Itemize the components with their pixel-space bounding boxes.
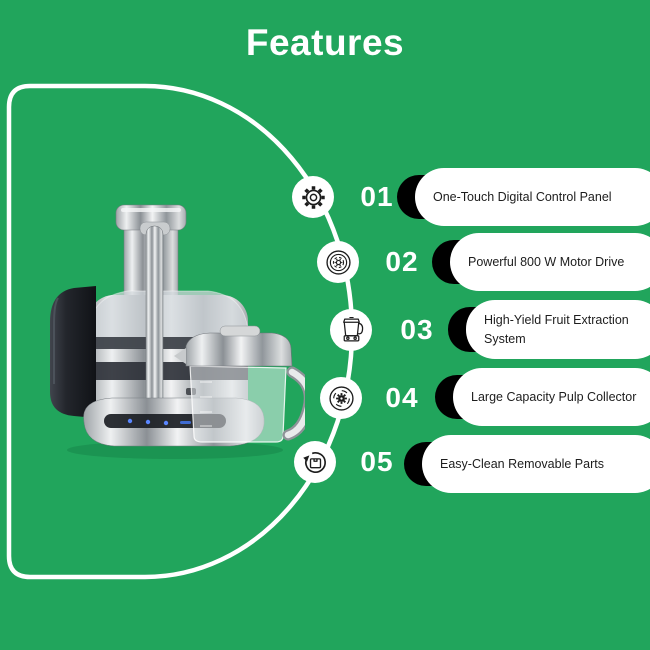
removable-parts-icon: [302, 451, 326, 473]
feature-label: High-Yield Fruit Extraction System: [484, 313, 629, 346]
blender-icon: [342, 316, 363, 342]
gear-icon: [301, 185, 325, 209]
feature-pill: Powerful 800 W Motor Drive: [450, 233, 650, 291]
feature-pill: High-Yield Fruit Extraction System: [466, 300, 650, 359]
feature-number: 05: [360, 446, 394, 477]
feature-pill: Large Capacity Pulp Collector: [453, 368, 650, 426]
feature-icon-badge: [294, 441, 336, 483]
product-image: [50, 204, 305, 459]
feature-label: Easy-Clean Removable Parts: [440, 456, 604, 471]
feature-label: Large Capacity Pulp Collector: [471, 389, 637, 404]
feature-icon-badge: [320, 377, 362, 419]
motor-icon: [325, 249, 351, 275]
feature-pill: One-Touch Digital Control Panel: [415, 168, 650, 226]
feature-number: 01: [360, 181, 394, 212]
feature-pill: Easy-Clean Removable Parts: [422, 435, 650, 493]
feature-icon-badge: [317, 241, 359, 283]
pulp-collector-icon: [328, 385, 354, 411]
feature-number: 02: [385, 246, 419, 277]
feature-label: Powerful 800 W Motor Drive: [468, 254, 625, 269]
feature-icon-badge: [292, 176, 334, 218]
feature-icon-badge: [330, 309, 372, 351]
page-title: Features: [245, 22, 405, 63]
feature-number: 03: [400, 314, 434, 345]
feature-number: 04: [385, 382, 419, 413]
feature-label: One-Touch Digital Control Panel: [433, 189, 612, 204]
